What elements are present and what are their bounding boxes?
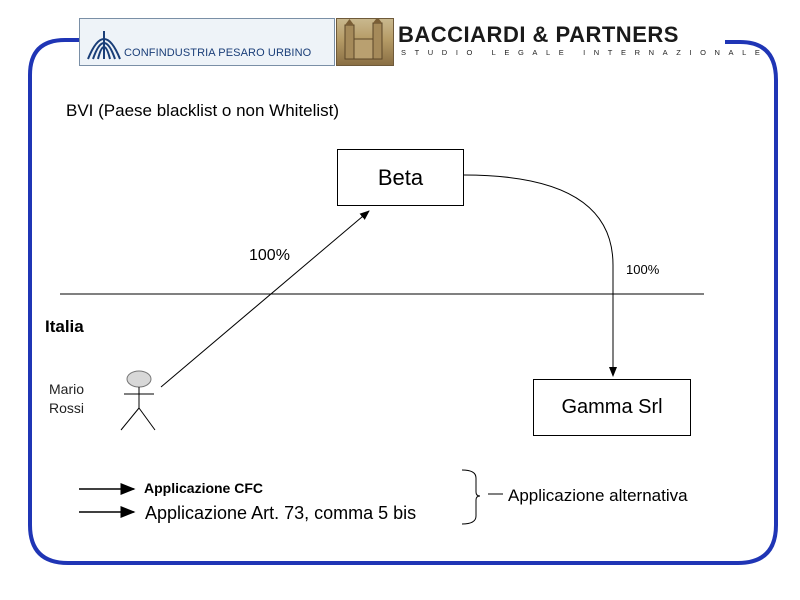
confindustria-logo-text: CONFINDUSTRIA PESARO URBINO: [124, 47, 312, 59]
region-top-label: BVI (Paese blacklist o non Whitelist): [66, 101, 340, 120]
building-photo: [336, 17, 394, 66]
edge-person-to-beta: [160, 210, 370, 388]
edge-beta-gamma-label: 100%: [626, 262, 660, 277]
legend-alternative-label: Applicazione alternativa: [508, 486, 688, 505]
beta-label: Beta: [377, 164, 424, 190]
confindustria-emblem-icon: [87, 31, 121, 60]
beta-node: Beta: [337, 149, 464, 206]
legend-brace: [461, 469, 481, 525]
person-name-line2: Rossi: [49, 400, 85, 416]
confindustria-logo: [79, 18, 335, 66]
brand-name: BACCIARDI & PARTNERS: [398, 22, 679, 47]
person-name-line1: Mario: [49, 381, 85, 397]
person-icon: [120, 370, 156, 431]
legend-cfc-label: Applicazione CFC: [144, 480, 264, 496]
brand-subtitle: STUDIO LEGALE INTERNAZIONALE: [401, 48, 769, 57]
edge-person-beta-label: 100%: [249, 247, 290, 264]
legend-art73-label: Applicazione Art. 73, comma 5 bis: [145, 503, 417, 523]
palace-towers-icon: [344, 17, 383, 60]
gamma-node: Gamma Srl: [533, 379, 691, 436]
gamma-label: Gamma Srl: [561, 396, 663, 418]
region-bottom-label: Italia: [45, 317, 84, 336]
edge-beta-to-gamma: [463, 174, 617, 377]
